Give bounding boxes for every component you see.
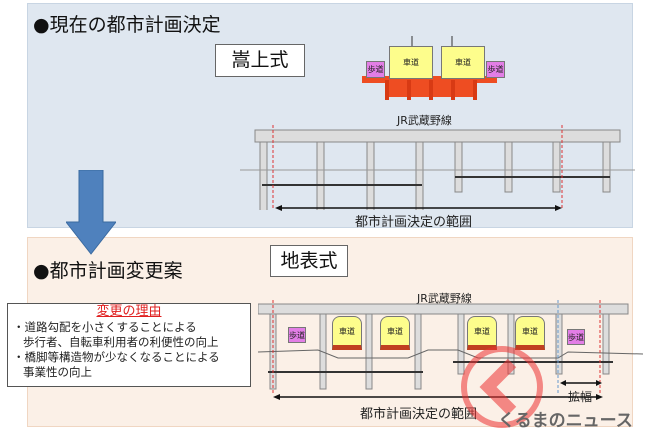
elevated-road-cross-section [362,36,497,100]
carriageway-2: 車道 [380,316,410,350]
current-plan-title: ●現在の都市計画決定 [33,14,221,36]
reason-heading: 変更の理由 [96,304,162,319]
current-range-label: 都市計画決定の範囲 [355,215,473,230]
railway-label-proposed: JR武蔵野線 [417,292,472,305]
range-arrow [275,205,562,211]
proposed-plan-title: ●都市計画変更案 [33,260,183,282]
ground-level-type-label: 地表式 [270,245,348,277]
reason-line: 歩行者、自転車利用者の利便性の向上 [23,335,219,349]
carriageway-4: 車道 [515,316,545,350]
sidewalk-right-proposed: 歩道 [567,329,585,345]
sidewalk-right: 歩道 [486,61,505,78]
viaduct-elevation [240,125,635,210]
reason-line: ・橋脚等構造物が少なくなることによる [13,350,220,364]
reason-line: ・道路勾配を小さくすることによる [13,320,197,334]
reason-box: 変更の理由 ・道路勾配を小さくすることによる 歩行者、自転車利用者の利便性の向上… [7,303,251,387]
carriageway-1: 車道 [332,316,362,350]
sidewalk-left-proposed: 歩道 [288,327,306,343]
railway-label: JR武蔵野線 [397,114,452,127]
reason-line: 事業性の向上 [23,365,92,379]
widening-arrow [560,380,602,386]
elevated-type-label: 嵩上式 [215,44,305,77]
carriageway-3: 車道 [467,316,497,350]
watermark-logo-icon [461,346,543,428]
down-arrow-icon [66,170,116,255]
sidewalk-left: 歩道 [366,61,385,78]
carriageway-left: 車道 [389,46,433,79]
range-arrow-proposed [273,394,603,400]
watermark-text: くるまのニュース [498,411,633,431]
viaduct-elevation-proposed [258,300,643,395]
proposed-range-label: 都市計画決定の範囲 [360,407,478,422]
carriageway-right: 車道 [441,46,485,79]
current-plan-panel [27,3,633,228]
